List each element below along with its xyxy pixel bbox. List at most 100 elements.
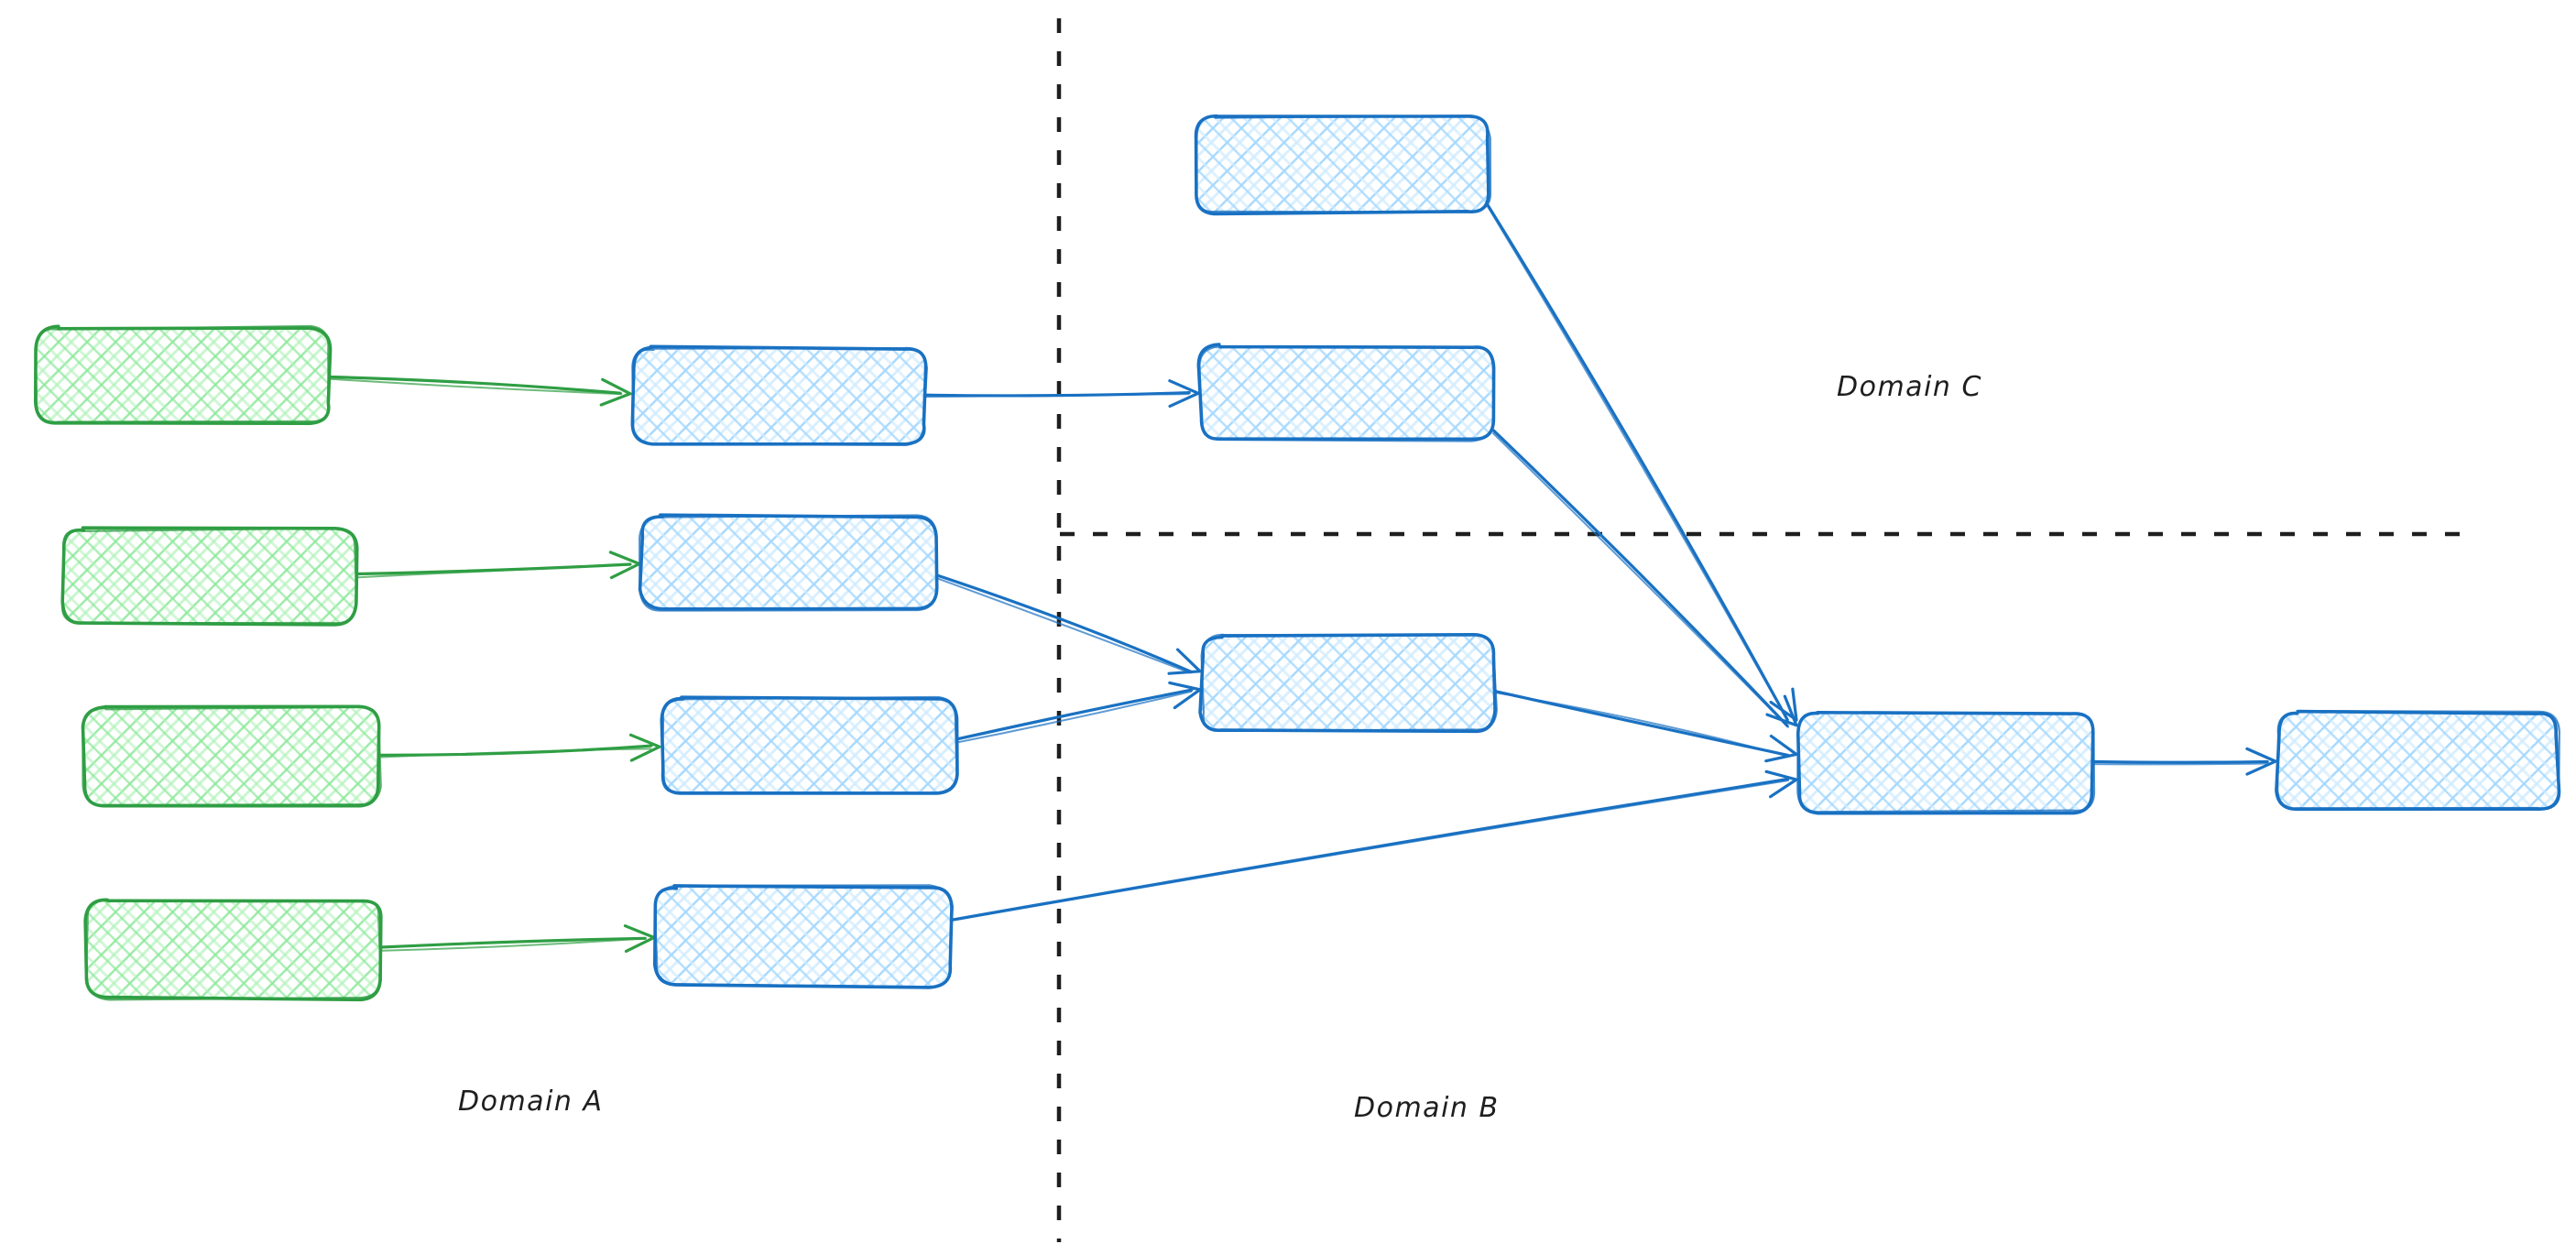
edge-line [955, 688, 1194, 741]
node-outline [1796, 711, 2096, 813]
node-fill-cross [1195, 117, 1489, 213]
green-node-4[interactable] [87, 900, 380, 999]
node-blue-node-9 [2275, 709, 2561, 812]
node-blue-node-4 [653, 884, 954, 989]
edge-edge-b6-b8 [1491, 429, 1798, 728]
node-fill-cross [37, 328, 330, 423]
node-blue-node-1 [630, 344, 928, 446]
node-fill-cross [632, 348, 925, 443]
node-outline [82, 705, 382, 806]
node-outline [60, 527, 358, 625]
node-blue-node-7 [1198, 633, 1498, 734]
edge-edge-b3-b7 [955, 681, 1202, 744]
edge-edge-g1-b1 [328, 375, 632, 407]
node-outline [85, 899, 382, 1001]
label-domain-c: Domain C [1837, 371, 1982, 403]
edge-line [329, 377, 623, 396]
node-outline [1200, 633, 1498, 732]
blue-node-6[interactable] [1200, 346, 1493, 440]
node-outline [83, 898, 383, 1002]
edge-edge-b7-b8 [1493, 689, 1798, 763]
node-fill-cross [1200, 346, 1493, 440]
green-node-3[interactable] [84, 708, 379, 805]
green-node-1[interactable] [37, 328, 330, 423]
arrowhead-icon [1167, 648, 1202, 675]
edge-edge-g2-b2 [353, 551, 641, 580]
edge-line [328, 375, 622, 395]
node-fill-cross [641, 516, 936, 609]
node-blue-node-2 [638, 513, 939, 612]
label-domain-b: Domain B [1354, 1092, 1500, 1124]
arrowhead-icon [1764, 769, 1798, 799]
blue-node-9[interactable] [2277, 713, 2558, 810]
arrowhead-icon [1764, 734, 1798, 763]
blue-node-4[interactable] [656, 887, 951, 986]
arrowhead-icon [2245, 747, 2277, 776]
arrowhead-icon [1769, 687, 1798, 722]
edge-line [1491, 429, 1789, 727]
edge-edge-b4-b8 [949, 769, 1798, 922]
node-outline [660, 695, 958, 794]
edge-layer [328, 203, 2277, 954]
edge-line [1487, 206, 1790, 723]
node-blue-node-5 [1194, 114, 1492, 216]
node-blue-node-6 [1196, 343, 1496, 442]
blue-node-2[interactable] [641, 516, 936, 609]
node-fill-cross [84, 708, 379, 805]
edge-line [1486, 203, 1789, 722]
arrowhead-icon [628, 733, 661, 762]
node-fill-cross [62, 529, 355, 623]
node-green-node-3 [81, 704, 382, 808]
edge-line [949, 779, 1789, 922]
node-green-node-2 [60, 526, 359, 627]
edge-edge-g4-b4 [377, 924, 656, 954]
edge-line [1495, 692, 1789, 758]
blue-node-3[interactable] [661, 698, 956, 793]
node-outline [639, 514, 938, 612]
blue-node-1[interactable] [632, 348, 925, 443]
node-layer [33, 114, 2561, 1002]
blue-node-7[interactable] [1202, 636, 1495, 731]
edge-edge-b1-b5 [924, 379, 1200, 409]
edge-line [2090, 759, 2269, 764]
edge-line [933, 573, 1194, 674]
node-outline [2276, 709, 2560, 810]
node-outline [1195, 115, 1492, 213]
divider-layer [1056, 18, 2464, 1242]
edge-edge-g3-b3 [377, 733, 661, 762]
blue-node-8[interactable] [1798, 713, 2093, 812]
node-outline [631, 346, 928, 446]
edge-line [2091, 762, 2268, 766]
blue-node-5[interactable] [1195, 117, 1489, 213]
node-fill-cross [661, 698, 956, 793]
node-fill-cross [87, 900, 380, 999]
arrowhead-icon [599, 377, 632, 407]
edge-edge-b5-b8 [1486, 203, 1798, 723]
edge-line [377, 937, 646, 952]
edge-line [379, 936, 647, 949]
node-outline [34, 324, 330, 423]
node-blue-node-3 [660, 695, 959, 795]
node-fill-cross [1798, 713, 2093, 812]
node-green-node-4 [83, 898, 383, 1002]
node-blue-node-8 [1796, 710, 2096, 815]
node-outline [653, 884, 954, 988]
node-fill-cross [656, 887, 951, 986]
node-outline [1198, 345, 1495, 442]
edge-line [353, 563, 631, 579]
node-green-node-1 [33, 324, 333, 426]
edge-line [377, 748, 652, 758]
arrowhead-icon [1765, 694, 1798, 727]
edge-edge-b2-b7 [933, 573, 1202, 675]
edge-line [933, 576, 1192, 674]
edge-line [924, 393, 1190, 398]
edge-line [1491, 432, 1789, 728]
node-fill-cross [2277, 713, 2558, 810]
arrowhead-icon [1168, 379, 1200, 409]
edge-line [955, 690, 1193, 744]
green-node-2[interactable] [62, 529, 355, 623]
label-domain-a: Domain A [458, 1086, 604, 1118]
node-fill-cross [1202, 636, 1495, 731]
